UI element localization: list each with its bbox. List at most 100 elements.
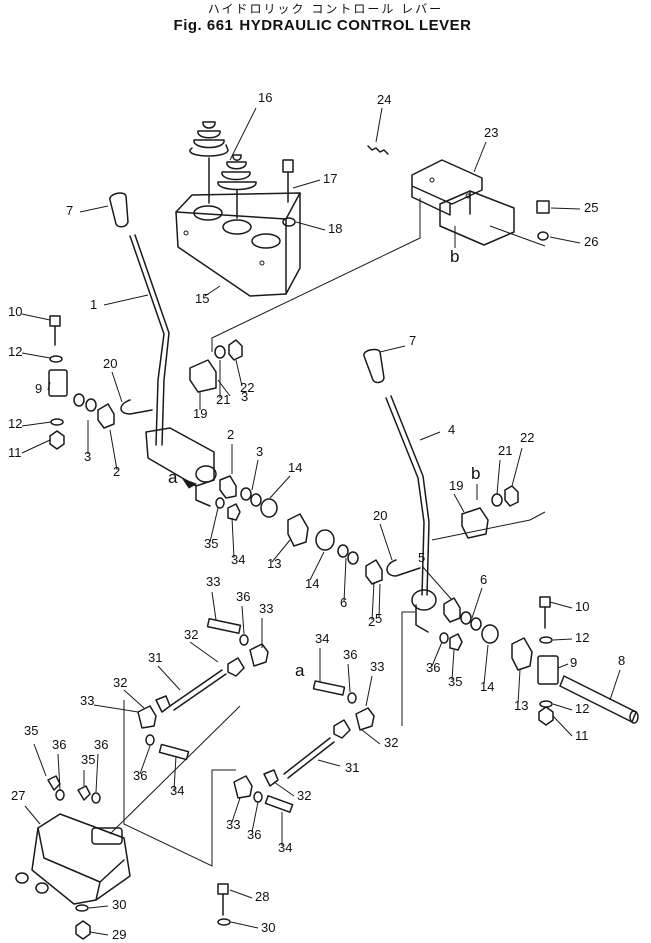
callout-number: 26 — [584, 234, 598, 249]
callout-number: 12 — [8, 344, 22, 359]
callout-number: 7 — [66, 203, 73, 218]
callout-leader — [251, 801, 259, 833]
callout-leader — [292, 179, 321, 189]
callout-leader — [229, 889, 253, 899]
callout-leader — [496, 459, 501, 495]
part-bracket-23 — [411, 159, 515, 246]
callout-leader — [231, 797, 241, 823]
callout-number: 33 — [226, 817, 240, 832]
callout-number: 18 — [328, 221, 342, 236]
callout-leader — [88, 905, 109, 909]
callout-leader — [375, 107, 383, 143]
callout-leader — [517, 669, 521, 705]
callout-leader — [111, 371, 123, 403]
callout-number: 7 — [409, 333, 416, 348]
callout-number: 11 — [8, 445, 22, 460]
callout-number: 1 — [90, 297, 97, 312]
callout-leader — [269, 475, 291, 499]
callout-number: 32 — [384, 735, 398, 750]
callout-number: 36 — [247, 827, 261, 842]
callout-number: 12 — [8, 416, 22, 431]
callout-leader — [343, 557, 347, 603]
callout-leader — [419, 431, 441, 441]
ref-a-left: a — [168, 468, 178, 487]
callout-leader — [421, 565, 453, 601]
callout-number: 6 — [340, 595, 347, 610]
callout-leader — [47, 381, 51, 391]
part-block-left — [48, 315, 68, 450]
callout-number: 32 — [113, 675, 127, 690]
japanese-title: ハイドロリック コントロール レバー — [207, 2, 444, 16]
callout-number: 33 — [370, 659, 384, 674]
figure-caption: HYDRAULIC CONTROL LEVER — [239, 17, 472, 34]
callout-number: 36 — [52, 737, 66, 752]
callout-leader — [549, 236, 581, 244]
callout-number: 34 — [170, 783, 184, 798]
part-rod-31-upper — [137, 618, 269, 761]
callout-leader — [511, 447, 523, 487]
part-valve-27 — [15, 775, 231, 940]
callout-leader — [317, 759, 341, 767]
callout-leader — [431, 641, 443, 667]
callout-number: 8 — [618, 653, 625, 668]
callout-number: 2 — [368, 614, 375, 629]
callout-leader — [552, 703, 573, 711]
callout-number: 36 — [94, 737, 108, 752]
callout-leader — [453, 493, 465, 513]
leader-lines — [21, 107, 621, 936]
callout-leader — [123, 689, 145, 709]
callout-number: 23 — [484, 125, 498, 140]
part-lever-1 — [129, 234, 217, 507]
callout-number: 30 — [261, 920, 275, 935]
callout-leader — [365, 675, 373, 707]
part-small-nuts — [215, 497, 463, 651]
callout-leader — [93, 704, 139, 713]
callout-number: 6 — [480, 572, 487, 587]
callout-leader — [204, 285, 221, 297]
callout-number: 33 — [206, 574, 220, 589]
callout-number: 28 — [255, 889, 269, 904]
callout-number: 21 — [216, 392, 230, 407]
callout-leader — [79, 205, 109, 213]
part-block-right — [537, 596, 559, 726]
callout-number: 14 — [288, 460, 302, 475]
callout-leader — [309, 551, 325, 581]
callout-leader — [552, 715, 573, 737]
callout-leader — [211, 591, 217, 621]
callout-number: 36 — [133, 768, 147, 783]
callout-leader — [89, 931, 109, 936]
callout-leader — [609, 669, 621, 701]
callout-leader — [24, 805, 41, 825]
callout-number: 34 — [278, 840, 292, 855]
callout-leader — [471, 587, 483, 619]
callout-leader — [173, 755, 177, 791]
part-rods-20 — [120, 399, 421, 577]
arrow-a-left-icon — [181, 477, 198, 489]
part-bushings — [73, 393, 533, 671]
callout-number: 9 — [35, 381, 42, 396]
callout-number: 10 — [575, 599, 589, 614]
callout-number: 16 — [258, 90, 272, 105]
callout-leader — [21, 352, 51, 359]
callout-number: 19 — [193, 406, 207, 421]
callout-leader — [235, 359, 243, 387]
callout-leader — [57, 753, 61, 791]
callout-number: 2 — [113, 464, 120, 479]
callout-number: 36 — [236, 589, 250, 604]
callout-leader — [21, 421, 52, 427]
callout-number: 30 — [112, 897, 126, 912]
callout-leader — [273, 781, 295, 797]
callout-number: 32 — [297, 788, 311, 803]
callout-number: 2 — [227, 427, 234, 442]
callout-number: 11 — [575, 728, 589, 743]
part-spring-24 — [367, 145, 389, 155]
callout-number: 9 — [570, 655, 577, 670]
part-knob-left — [109, 192, 129, 228]
callout-number: 35 — [448, 674, 462, 689]
callout-number: 3 — [241, 389, 248, 404]
part-boots — [189, 121, 257, 219]
callout-number: 31 — [148, 650, 162, 665]
